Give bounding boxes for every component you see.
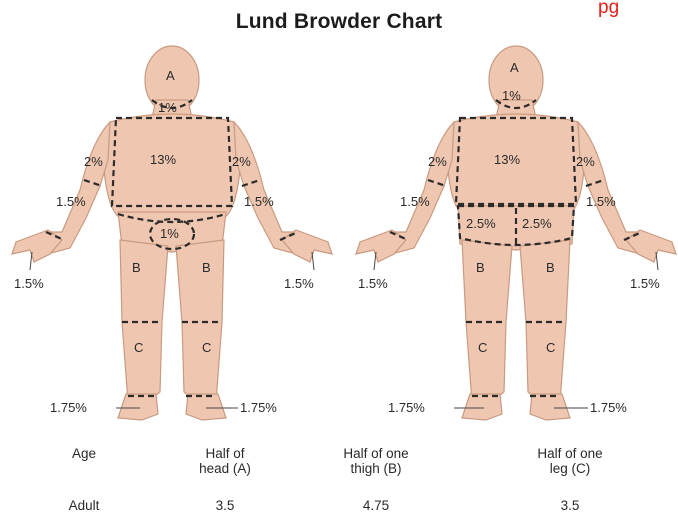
front-hand-right-label: 1.5% [284, 276, 314, 291]
front-figure: A 1% 13% 2% 2% 1.5% 1.5% 1.5% 1.5% 1% B … [12, 46, 332, 420]
back-foot-right-label: 1.75% [590, 400, 627, 415]
back-trunk-label: 13% [494, 152, 520, 167]
front-head-label: A [166, 68, 175, 83]
back-right-foot-shape [530, 394, 570, 420]
back-left-hand-shape [356, 230, 406, 262]
table-header-age-line-1: Age [54, 446, 114, 461]
front-thigh-left-label: B [132, 260, 141, 275]
table-row-age: Adult [54, 498, 114, 513]
back-buttock-right-label: 2.5% [522, 216, 552, 231]
back-thigh-left-label: B [476, 260, 485, 275]
table-header-head-line-2: head (A) [170, 461, 280, 476]
front-leg-left-label: C [134, 340, 143, 355]
table-header-age: Age [54, 446, 114, 461]
front-left-foot-shape [118, 394, 158, 420]
back-left-foot-shape [462, 394, 502, 420]
back-upper-arm-left-label: 2% [428, 154, 447, 169]
back-neck-label: 1% [502, 88, 521, 103]
back-forearm-left-label: 1.5% [400, 194, 430, 209]
table-header-leg-line-2: leg (C) [500, 461, 640, 476]
back-foot-left-label: 1.75% [388, 400, 425, 415]
back-upper-arm-right-label: 2% [576, 154, 595, 169]
back-figure: A 1% 13% 2% 2% 1.5% 1.5% 2.5% 2.5% 1.5% … [356, 46, 676, 420]
front-genitals-label: 1% [160, 226, 179, 241]
front-foot-right-label: 1.75% [240, 400, 277, 415]
front-forearm-right-label: 1.5% [244, 194, 274, 209]
back-forearm-right-label: 1.5% [586, 194, 616, 209]
table-row-leg-value: 3.5 [500, 498, 640, 513]
back-buttock-left-label: 2.5% [466, 216, 496, 231]
back-head-label: A [510, 60, 519, 75]
front-neck-label: 1% [158, 100, 177, 115]
table-header-leg-line-1: Half of one [500, 446, 640, 461]
front-thigh-right-label: B [202, 260, 211, 275]
table-header-leg: Half of one leg (C) [500, 446, 640, 476]
table-header-thigh: Half of one thigh (B) [316, 446, 436, 476]
back-hand-right-label: 1.5% [630, 276, 660, 291]
front-upper-arm-left-label: 2% [84, 154, 103, 169]
back-thigh-right-label: B [546, 260, 555, 275]
back-leg-right-label: C [546, 340, 555, 355]
back-leg-left-label: C [478, 340, 487, 355]
table-header-thigh-line-2: thigh (B) [316, 461, 436, 476]
table-row-thigh-value: 4.75 [316, 498, 436, 513]
front-right-foot-shape [186, 394, 226, 420]
table-row-head-value: 3.5 [170, 498, 280, 513]
table-header-head-line-1: Half of [170, 446, 280, 461]
front-left-hand-shape [12, 230, 62, 262]
front-upper-arm-right-label: 2% [232, 154, 251, 169]
front-trunk-label: 13% [150, 152, 176, 167]
front-leg-right-label: C [202, 340, 211, 355]
front-forearm-left-label: 1.5% [56, 194, 86, 209]
front-hand-left-label: 1.5% [14, 276, 44, 291]
back-hand-left-label: 1.5% [358, 276, 388, 291]
table-header-thigh-line-1: Half of one [316, 446, 436, 461]
table-header-head: Half of head (A) [170, 446, 280, 476]
front-foot-left-label: 1.75% [50, 400, 87, 415]
